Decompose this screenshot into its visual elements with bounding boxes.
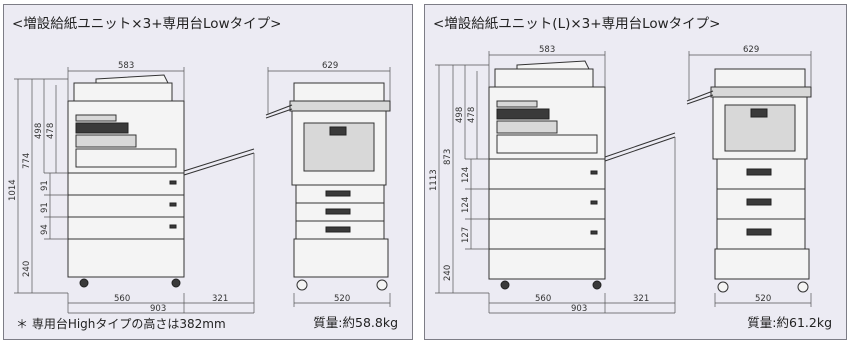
tray-3 — [67, 216, 185, 240]
panel-title: <増設給紙ユニット(L)×3+専用台Lowタイプ> — [433, 16, 721, 32]
dim-stand-height: 240 — [443, 265, 453, 281]
dim-base-width: 560 — [535, 294, 551, 304]
high-type-note: ＊ 専用台Highタイプの高さは382mm — [16, 317, 226, 331]
stand — [67, 238, 185, 278]
copier-front-view — [488, 60, 676, 290]
tray-2 — [67, 194, 185, 218]
weight-label: 質量:約61.2kg — [747, 315, 832, 330]
dim-side-depth: 520 — [755, 294, 771, 304]
dim-side-width: 629 — [743, 45, 759, 55]
dim-top-width: 583 — [118, 61, 134, 71]
dim-scanner-height: 478 — [467, 107, 477, 123]
dim-tray1: 124 — [461, 167, 471, 183]
panel-low-type: <増設給紙ユニット×3+専用台Lowタイプ> — [3, 4, 413, 340]
dimension-drawing: 583 629 1014 774 498 478 91 91 94 240 — [8, 61, 391, 314]
copier-front-view — [67, 74, 255, 288]
dim-tray3: 127 — [461, 227, 471, 243]
dim-scanner-height: 478 — [46, 123, 56, 139]
dim-tray-extension: 321 — [212, 294, 228, 304]
dim-total-height: 1113 — [429, 169, 439, 191]
dim-stand-height: 240 — [22, 261, 32, 277]
dim-tray2: 91 — [40, 202, 50, 213]
dim-overall-width: 903 — [571, 304, 587, 314]
tray-3 — [488, 218, 606, 250]
copier-side-view — [265, 82, 391, 291]
dim-tray-extension: 321 — [633, 294, 649, 304]
dim-base-width: 560 — [114, 294, 130, 304]
copier-side-view — [686, 68, 812, 293]
tray-1 — [488, 158, 606, 190]
panel-title: <増設給紙ユニット×3+専用台Lowタイプ> — [12, 16, 282, 32]
tray-1 — [67, 172, 185, 196]
tray-2 — [488, 188, 606, 220]
dim-total-height: 1014 — [8, 179, 18, 201]
dim-main-height: 873 — [443, 149, 453, 165]
weight-label: 質量:約58.8kg — [313, 315, 398, 330]
stand — [488, 248, 606, 280]
dimension-drawing: 583 629 1113 873 498 478 124 124 127 240 — [429, 45, 812, 314]
dim-main-height: 774 — [22, 153, 32, 169]
dim-side-width: 629 — [322, 61, 338, 71]
dim-overall-width: 903 — [150, 304, 166, 314]
dim-upper-height: 498 — [34, 123, 44, 139]
dim-top-width: 583 — [539, 45, 555, 55]
dim-tray1: 91 — [40, 180, 50, 191]
dim-tray3: 94 — [40, 224, 50, 235]
dim-tray2: 124 — [461, 197, 471, 213]
panel-l-type: <増設給紙ユニット(L)×3+専用台Lowタイプ> — [424, 4, 847, 340]
dim-side-depth: 520 — [334, 294, 350, 304]
dim-upper-height: 498 — [455, 107, 465, 123]
